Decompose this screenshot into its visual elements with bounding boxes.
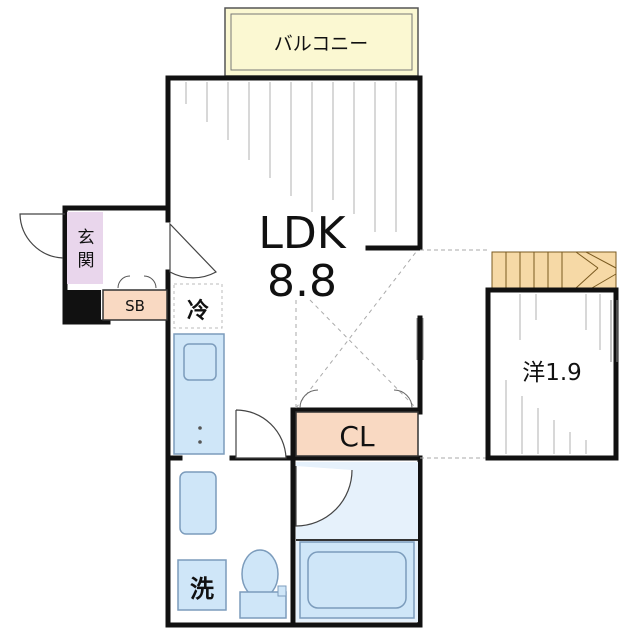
washroom-door: [235, 409, 287, 459]
ldk-label: LDK: [258, 208, 346, 259]
ldk: LDK 8.8: [258, 208, 424, 409]
western-room-label: 洋1.9: [522, 360, 582, 386]
bathroom-door: [295, 466, 353, 527]
western-room: 洋1.9: [420, 249, 619, 461]
stairs: [491, 251, 617, 289]
stove-burner: [198, 440, 202, 444]
closet: CL: [295, 411, 419, 457]
entrance-label-1: 玄: [78, 228, 95, 248]
ldk-size: 8.8: [267, 256, 337, 307]
entrance-label-2: 関: [78, 251, 95, 271]
ldk-flooring: [185, 82, 397, 232]
balcony-label: バルコニー: [274, 33, 369, 55]
washer-spot: [177, 559, 227, 611]
washroom: 洗: [177, 471, 287, 619]
sink: [183, 343, 217, 381]
kitchen: 冷: [173, 283, 287, 459]
entrance: 玄 関 SB: [19, 212, 217, 321]
washbasin: [179, 471, 217, 535]
ldk-door: [169, 222, 217, 279]
closet-label: CL: [339, 420, 375, 453]
bathroom: [295, 462, 418, 622]
entrance-door: [19, 213, 65, 259]
balcony: バルコニー: [224, 7, 419, 77]
shoe-box-label: SB: [125, 297, 145, 315]
fridge-label: 冷: [187, 298, 209, 324]
stove-burner: [198, 426, 202, 430]
washer-label: 洗: [190, 575, 214, 603]
toilet: [241, 549, 279, 599]
